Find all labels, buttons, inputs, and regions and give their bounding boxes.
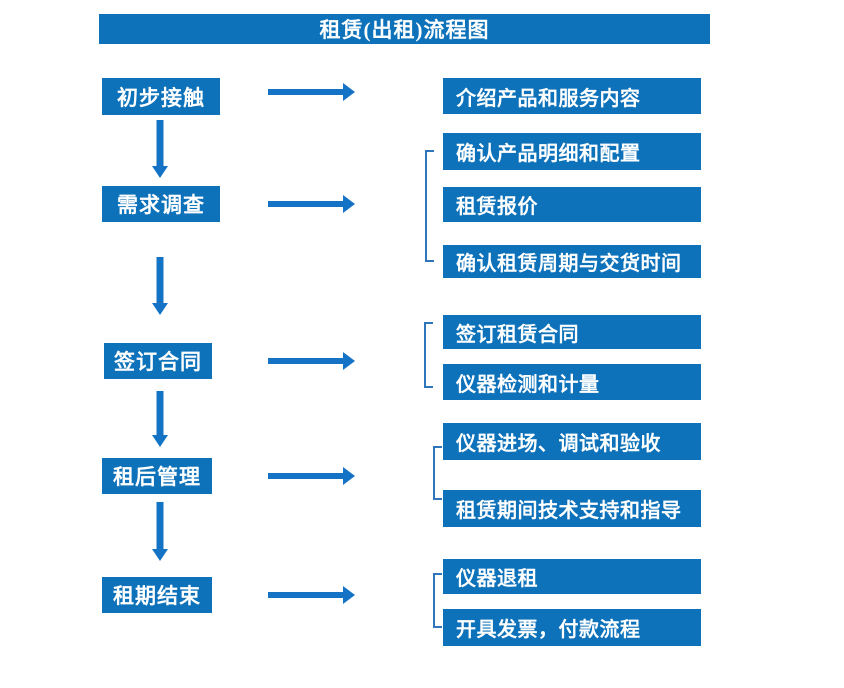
right-arrow-shaft — [268, 89, 344, 95]
right-arrow-head — [343, 352, 355, 370]
detail-box-sign-rental-contract: 签订租赁合同 — [443, 315, 701, 349]
step-box-initial-contact: 初步接触 — [102, 78, 220, 115]
detail-box-introduce-products: 介绍产品和服务内容 — [443, 78, 701, 114]
right-arrow-shaft — [268, 592, 344, 598]
down-arrow-head — [152, 549, 168, 561]
detail-box-rental-quote: 租赁报价 — [443, 187, 701, 222]
right-arrow-head — [343, 83, 355, 101]
right-arrow-1 — [268, 83, 355, 101]
step-box-demand-survey: 需求调查 — [102, 186, 220, 222]
detail-box-technical-support: 租赁期间技术支持和指导 — [443, 490, 701, 527]
right-arrow-shaft — [268, 201, 344, 207]
step-box-sign-contract: 签订合同 — [104, 343, 212, 379]
down-arrow-shaft — [156, 257, 164, 304]
detail-box-instrument-return: 仪器退租 — [443, 559, 701, 594]
down-arrow-head — [152, 435, 168, 447]
down-arrow-3 — [152, 391, 168, 447]
down-arrow-shaft — [156, 502, 164, 550]
right-arrow-head — [343, 195, 355, 213]
detail-box-invoice-payment: 开具发票，付款流程 — [443, 609, 701, 646]
down-arrow-shaft — [156, 391, 164, 436]
detail-box-instrument-setup-acceptance: 仪器进场、调试和验收 — [443, 423, 701, 460]
down-arrow-1 — [152, 120, 168, 178]
group-bracket-demand-survey — [425, 150, 434, 262]
right-arrow-shaft — [268, 473, 344, 479]
step-box-post-rental-management: 租后管理 — [102, 458, 212, 494]
down-arrow-2 — [152, 257, 168, 315]
right-arrow-shaft — [268, 358, 344, 364]
detail-box-instrument-inspection: 仪器检测和计量 — [443, 364, 701, 400]
down-arrow-head — [152, 166, 168, 178]
down-arrow-shaft — [156, 120, 164, 167]
group-bracket-sign-contract — [424, 322, 433, 388]
step-box-lease-end: 租期结束 — [102, 577, 212, 613]
right-arrow-2 — [268, 195, 355, 213]
group-bracket-lease-end — [433, 573, 442, 628]
right-arrow-head — [343, 586, 355, 604]
down-arrow-head — [152, 303, 168, 315]
group-bracket-post-rental — [433, 446, 442, 500]
right-arrow-4 — [268, 467, 355, 485]
detail-box-confirm-rental-period: 确认租赁周期与交货时间 — [443, 245, 701, 278]
right-arrow-5 — [268, 586, 355, 604]
diagram-title: 租赁(出租)流程图 — [99, 14, 710, 44]
right-arrow-3 — [268, 352, 355, 370]
detail-box-confirm-product-details: 确认产品明细和配置 — [443, 133, 701, 170]
right-arrow-head — [343, 467, 355, 485]
down-arrow-4 — [152, 502, 168, 561]
